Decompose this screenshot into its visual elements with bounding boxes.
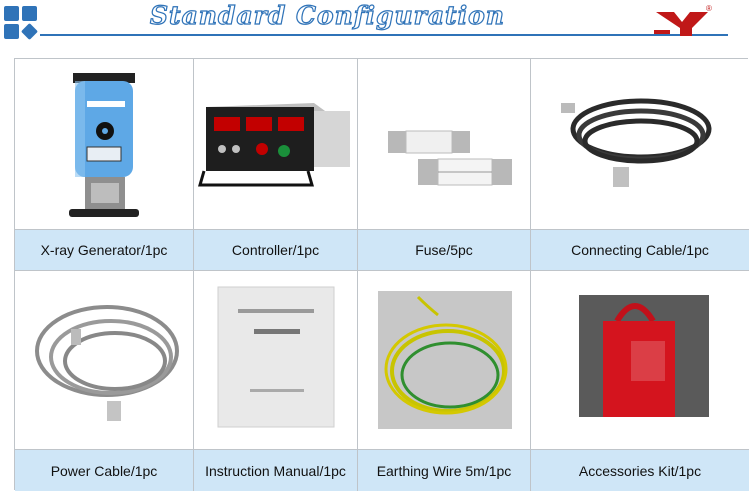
earthing-wire-image [358,271,531,449]
power-cable-image [15,271,194,449]
item-label: Accessories Kit/1pc [531,449,749,491]
header-divider [40,34,728,36]
xray-generator-image [15,59,194,229]
grid-logo-icon [4,6,38,40]
item-label: Connecting Cable/1pc [531,229,749,271]
item-label: X-ray Generator/1pc [15,229,194,271]
item-label: Controller/1pc [194,229,358,271]
instruction-manual-image [194,271,358,449]
item-label: Earthing Wire 5m/1pc [358,449,531,491]
controller-image [194,59,358,229]
accessories-kit-image [531,271,749,449]
fuse-image [358,59,531,229]
item-label: Instruction Manual/1pc [194,449,358,491]
item-label: Fuse/5pc [358,229,531,271]
page-title: Standard Configuration [149,0,505,30]
brand-mark-icon [654,12,708,36]
item-label: Power Cable/1pc [15,449,194,491]
registered-mark: ® [706,4,712,13]
connecting-cable-image [531,59,749,229]
configuration-grid: X-ray Generator/1pc Controller/1pc Fuse/… [14,58,749,491]
